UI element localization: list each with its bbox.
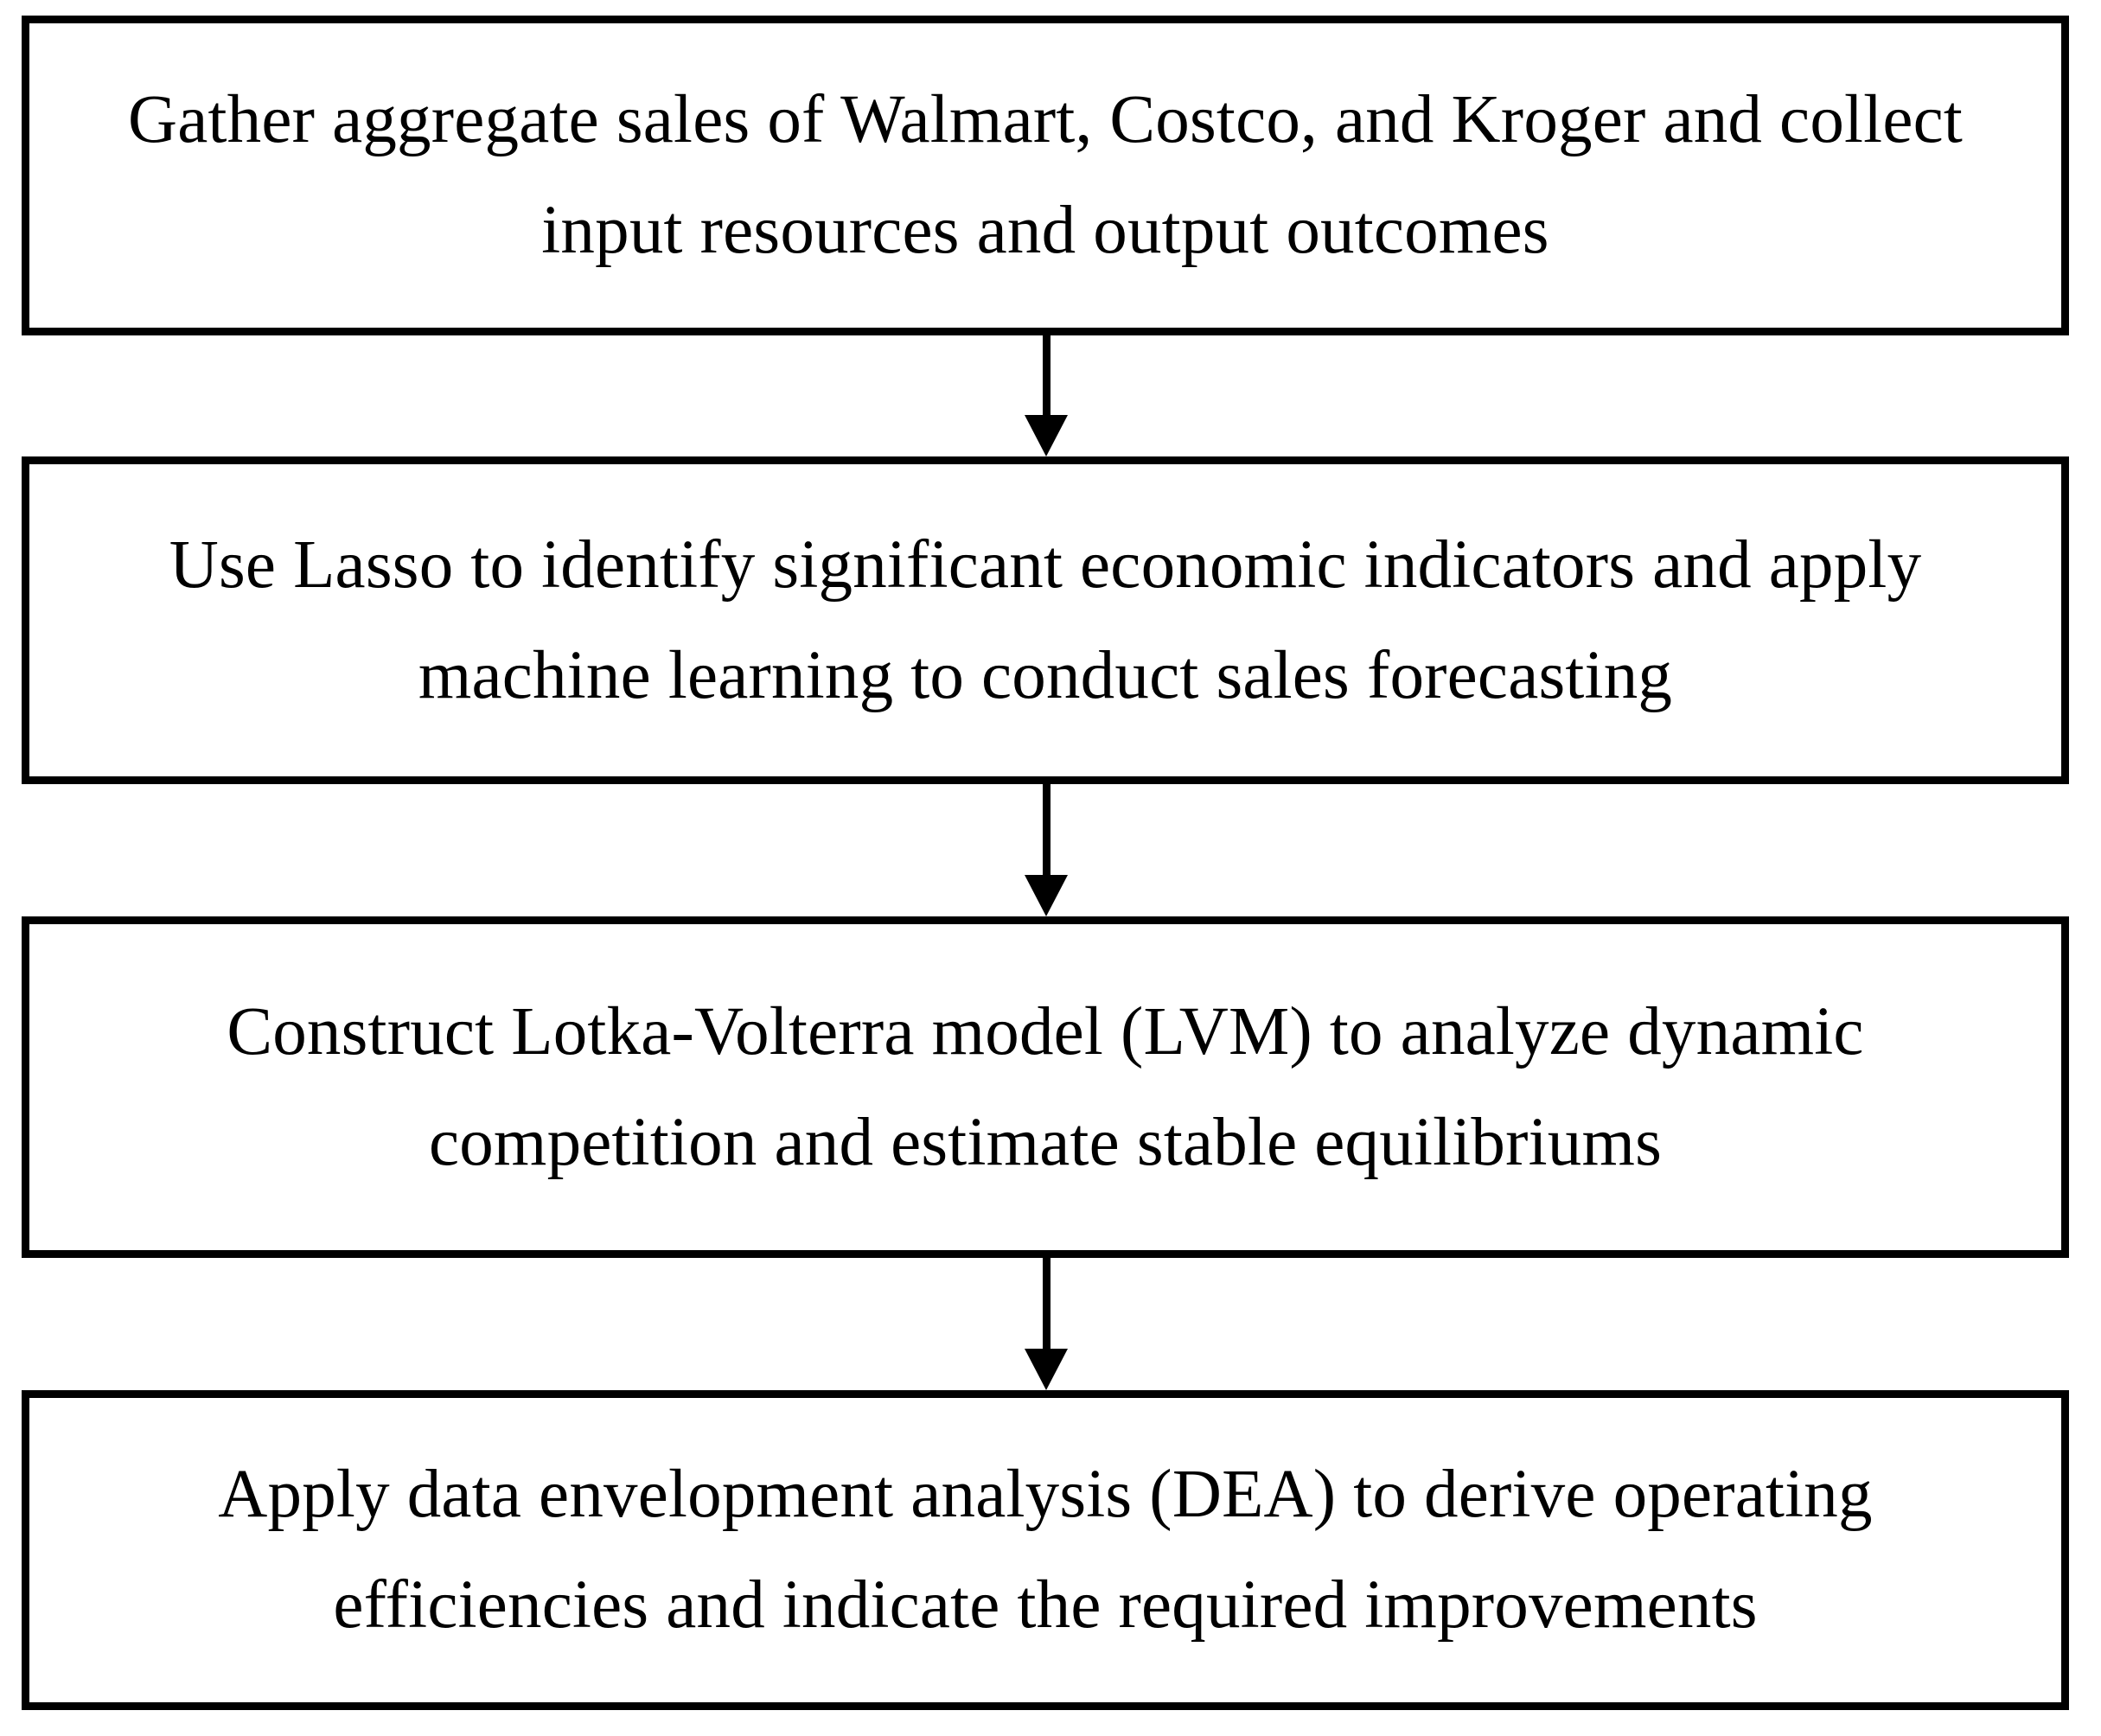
flowchart-step-1-label: Gather aggregate sales of Walmart, Costc… [127,82,1963,268]
arrow-stem [1043,1258,1050,1349]
arrow-head-down-icon [1025,1349,1068,1390]
flowchart-arrow-step3-to-step4 [1025,1258,1068,1390]
flowchart-step-4: Apply data envelopment analysis (DEA) to… [22,1390,2069,1710]
arrow-stem [1043,784,1050,875]
flowchart-step-3: Construct Lotka-Volterra model (LVM) to … [22,916,2069,1258]
flowchart-step-3-label: Construct Lotka-Volterra model (LVM) to … [227,993,1864,1180]
arrow-head-down-icon [1025,875,1068,916]
flowchart-arrow-step2-to-step3 [1025,784,1068,916]
flowchart-step-2-label: Use Lasso to identify significant econom… [169,527,1922,713]
flowchart-step-2: Use Lasso to identify significant econom… [22,456,2069,784]
flowchart-step-4-label: Apply data envelopment analysis (DEA) to… [218,1457,1873,1643]
flowchart-step-1: Gather aggregate sales of Walmart, Costc… [22,16,2069,335]
flowchart-arrow-step1-to-step2 [1025,335,1068,456]
arrow-head-down-icon [1025,415,1068,456]
arrow-stem [1043,335,1050,415]
